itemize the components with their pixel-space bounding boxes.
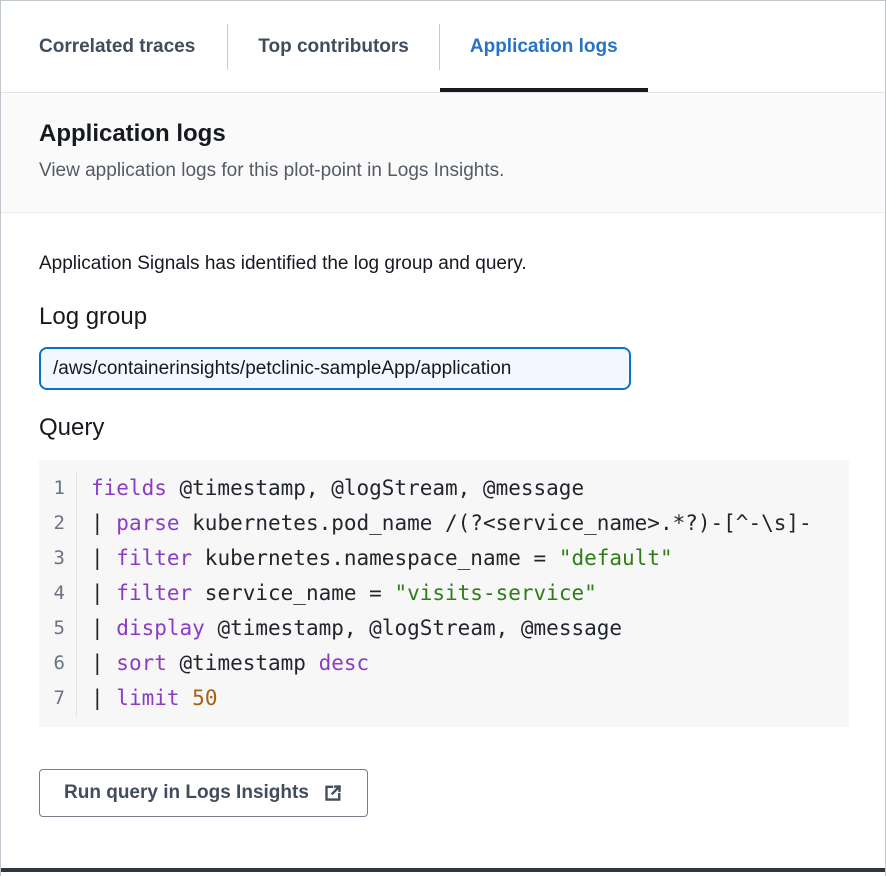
tab-application-logs[interactable]: Application logs (439, 1, 648, 92)
run-query-button-label: Run query in Logs Insights (64, 782, 309, 803)
line-number: 2 (39, 506, 77, 541)
query-line-text: | filter service_name = "visits-service" (91, 581, 597, 605)
log-group-input[interactable] (39, 347, 631, 390)
intro-text: Application Signals has identified the l… (39, 253, 527, 274)
line-number: 6 (39, 646, 77, 681)
external-link-icon (323, 783, 343, 803)
query-line-text: | sort @timestamp desc (91, 651, 370, 675)
panel-body: Application Signals has identified the l… (1, 213, 885, 817)
line-number: 1 (39, 471, 77, 506)
query-line: 1 fields @timestamp, @logStream, @message (39, 471, 849, 506)
tab-separator (438, 23, 440, 70)
query-line-text: | filter kubernetes.namespace_name = "de… (91, 546, 673, 570)
query-line: 6 | sort @timestamp desc (39, 646, 849, 681)
query-line: 2 | parse kubernetes.pod_name /(?<service… (39, 506, 849, 541)
page-title: Application logs (39, 120, 226, 147)
run-query-button[interactable]: Run query in Logs Insights (39, 769, 368, 817)
log-group-label: Log group (39, 303, 148, 330)
line-number: 7 (39, 681, 77, 716)
line-number: 4 (39, 576, 77, 611)
query-line-text: | display @timestamp, @logStream, @messa… (91, 616, 623, 640)
panel-header: Application logs View application logs f… (1, 93, 885, 213)
query-editor[interactable]: 1 fields @timestamp, @logStream, @message… (39, 460, 849, 727)
query-line-text: | parse kubernetes.pod_name /(?<service_… (91, 511, 812, 535)
panel-bottom-edge (1, 868, 885, 872)
query-label: Query (39, 414, 105, 441)
tab-top-contributors[interactable]: Top contributors (258, 35, 409, 57)
query-line: 3 | filter kubernetes.namespace_name = "d… (39, 541, 849, 576)
page-subtitle: View application logs for this plot-poin… (39, 160, 505, 181)
line-number: 3 (39, 541, 77, 576)
tab-separator (227, 23, 229, 70)
query-line-text: | limit 50 (91, 686, 218, 710)
line-number: 5 (39, 611, 77, 646)
query-line-text: fields @timestamp, @logStream, @message (91, 476, 585, 500)
tab-correlated-traces[interactable]: Correlated traces (39, 35, 196, 57)
tab-bar: Correlated traces Top contributors Appli… (1, 1, 885, 93)
query-line: 5 | display @timestamp, @logStream, @mess… (39, 611, 849, 646)
query-line: 7 | limit 50 (39, 681, 849, 716)
query-line: 4 | filter service_name = "visits-service… (39, 576, 849, 611)
